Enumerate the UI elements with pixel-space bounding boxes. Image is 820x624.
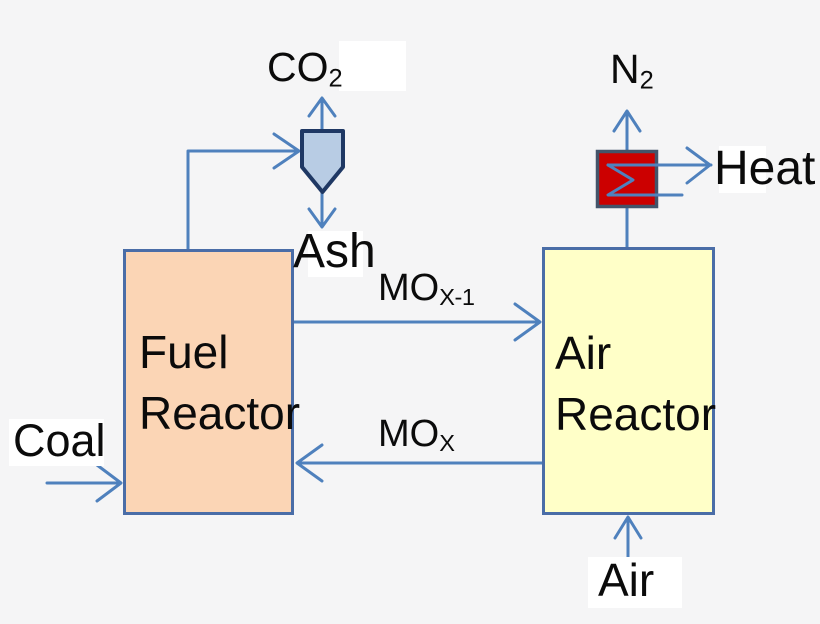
co2-label: CO2 (267, 44, 343, 94)
fuel-to-cyclone-line (186, 149, 300, 252)
air-reactor-label-line1: Air (555, 327, 612, 379)
mo-x-1-arrowhead-icon (513, 302, 542, 342)
fuel-reactor-label-line2: Reactor (139, 387, 301, 439)
air-reactor-box: Air Reactor (542, 247, 716, 515)
cyclone-inlet-arrowhead-icon (272, 132, 301, 170)
fuel-reactor-box: Fuel Reactor (123, 249, 300, 515)
air-reactor-label-line2: Reactor (555, 388, 717, 440)
mo-x-1-label: MOX-1 (378, 267, 475, 311)
n2-label-subscript: 2 (639, 66, 654, 95)
mo-x-label: MOX (378, 413, 455, 457)
fuel-reactor-label: Fuel Reactor (139, 322, 300, 444)
co2-blank-box (339, 41, 406, 91)
mo-x-1-label-text: MO (378, 267, 440, 309)
heat-label-bg (719, 146, 766, 193)
n2-arrowhead-icon (612, 109, 642, 133)
heat-arrowhead-icon (685, 146, 712, 185)
ash-arrowhead-icon (307, 207, 337, 229)
air-label-bg (588, 557, 682, 608)
cyclone-separator-icon (300, 129, 345, 194)
mo-x-arrowhead-icon (295, 443, 324, 483)
ash-label: Ash (293, 225, 376, 278)
fuel-reactor-label-line1: Fuel (139, 326, 229, 378)
n2-label-text: N (610, 46, 640, 92)
mo-x-label-text: MO (378, 413, 440, 455)
co2-label-text: CO (267, 44, 329, 90)
co2-arrowhead-icon (307, 96, 337, 118)
heat-exchanger-icon (595, 149, 659, 209)
n2-label: N2 (610, 46, 654, 96)
air-reactor-label: Air Reactor (555, 323, 716, 445)
ash-label-bg (308, 231, 363, 277)
co2-label-subscript: 2 (328, 64, 343, 93)
mo-x-1-label-subscript: X-1 (439, 284, 475, 311)
air-label: Air (598, 554, 655, 606)
air-arrowhead-icon (613, 515, 643, 540)
heat-exchanger-coil-icon (606, 163, 684, 197)
coal-label-bg (9, 419, 104, 466)
coal-label: Coal (13, 415, 106, 466)
coal-arrowhead-icon (95, 463, 123, 503)
heat-label: Heat (714, 142, 816, 195)
mo-x-label-subscript: X (439, 430, 455, 457)
